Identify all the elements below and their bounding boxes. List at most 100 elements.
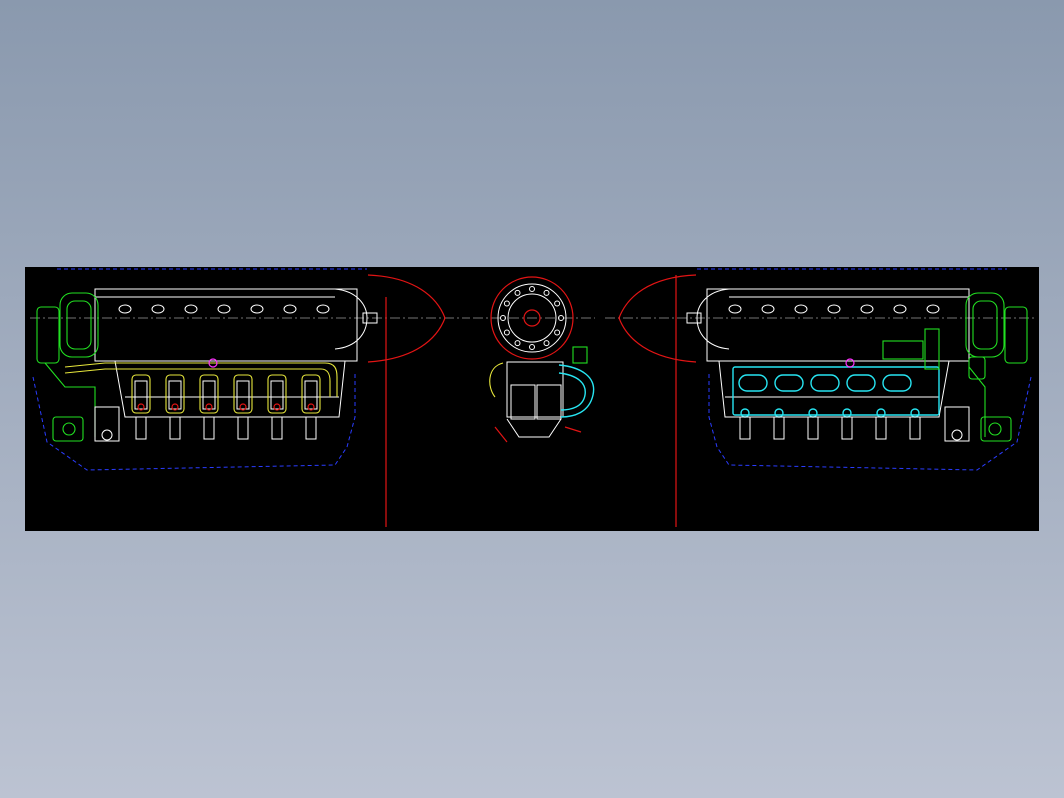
right-head-bolts [728,304,940,314]
engine-foot [773,416,785,440]
flywheel-bolt-hole [500,315,506,321]
head-bolt [217,304,231,314]
injector-nozzle [205,403,213,411]
flywheel-bolt-hole [554,300,561,307]
engine-foot [203,416,215,440]
cylinder-injector [165,374,185,414]
inspection-cover [774,374,804,392]
front-flywheel-bolt-circle [500,286,564,350]
cylinder-liner [304,380,318,410]
right-foot-row [739,408,921,440]
stud [910,408,920,418]
left-head-bolts [118,304,330,314]
right-nose-cone [618,274,697,363]
front-end-view [473,276,595,443]
right-support-foot [944,406,970,442]
stud [774,408,784,418]
left-cylinder-row [131,374,321,440]
stud [808,408,818,418]
left-side-view [30,268,470,527]
inspection-cover [882,374,912,392]
engine-foot [271,416,283,440]
cylinder-liner [202,380,216,410]
injector-nozzle [239,403,247,411]
right-marker [845,358,855,368]
left-end-cap [334,288,368,350]
engine-foot [909,416,921,440]
cylinder-liner [134,380,148,410]
left-sump [114,360,346,418]
right-inspection-covers [738,374,912,392]
right-end-cap [696,288,730,350]
cylinder-liner [236,380,250,410]
head-bolt [893,304,907,314]
front-exhaust-pipe [489,362,504,398]
flywheel-bolt-hole [543,289,550,296]
flywheel-bolt-hole [554,329,561,336]
head-bolt [827,304,841,314]
flywheel-bolt-hole [543,340,550,347]
right-shaft-stub [686,312,702,324]
head-bolt [118,304,132,314]
head-bolt [151,304,165,314]
left-nose-cone [367,274,446,363]
inspection-cover [846,374,876,392]
left-exhaust-manifold [64,362,338,397]
engine-foot [305,416,317,440]
head-bolt [761,304,775,314]
flywheel-bolt-hole [503,300,510,307]
cylinder-injector [131,374,151,414]
right-cover-panel [732,366,940,416]
head-bolt [250,304,264,314]
engine-foot [841,416,853,440]
front-pump [572,346,588,364]
right-side-view [605,268,1035,527]
flywheel-bolt-hole [529,286,535,292]
head-bolt [316,304,330,314]
head-bolt [184,304,198,314]
injector-nozzle [171,403,179,411]
stud [876,408,886,418]
right-sump [718,360,950,418]
left-support-foot [94,406,120,442]
flywheel-bolt-hole [558,315,564,321]
engine-foot [237,416,249,440]
left-hull-outline [32,268,367,471]
head-bolt [728,304,742,314]
flywheel-bolt-hole [529,344,535,350]
stud [740,408,750,418]
engine-foot [135,416,147,440]
engine-foot [169,416,181,440]
front-flywheel [497,283,567,353]
right-engine-block [706,288,970,362]
injector-nozzle [273,403,281,411]
cylinder-injector [233,374,253,414]
flywheel-bolt-hole [514,289,521,296]
engine-foot [807,416,819,440]
engine-foot [739,416,751,440]
flywheel-bolt-hole [503,329,510,336]
cylinder-liner [168,380,182,410]
front-air-duct [558,364,595,418]
left-marker [208,358,218,368]
head-bolt [926,304,940,314]
drawing-canvas[interactable] [25,267,1039,531]
head-bolt [283,304,297,314]
injector-nozzle [307,403,315,411]
engine-foot [875,416,887,440]
injector-nozzle [137,403,145,411]
head-bolt [794,304,808,314]
left-engine-block [94,288,358,362]
cylinder-injector [301,374,321,414]
right-hull-outline [697,268,1032,471]
inspection-cover [738,374,768,392]
front-flywheel-housing [490,276,574,360]
flywheel-bolt-hole [514,340,521,347]
cylinder-injector [267,374,287,414]
right-turbocharger [882,292,1028,442]
cylinder-injector [199,374,219,414]
head-bolt [860,304,874,314]
cylinder-liner [270,380,284,410]
inspection-cover [810,374,840,392]
